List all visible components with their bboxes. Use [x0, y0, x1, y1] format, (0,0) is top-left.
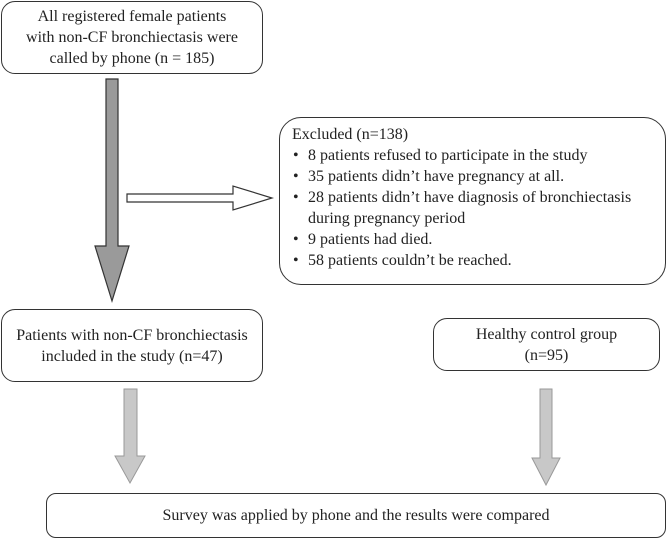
- excluded-title: Excluded (n=138): [292, 126, 409, 143]
- excluded-item: 35 patients didn’t have pregnancy at all…: [292, 166, 655, 187]
- excluded-item: 28 patients didn’t have diagnosis of bro…: [292, 187, 655, 229]
- down-arrow-control: [531, 388, 561, 487]
- box-survey: Survey was applied by phone and the resu…: [46, 493, 666, 538]
- box-line: with non-CF bronchiectasis were: [26, 29, 238, 46]
- box-line: Healthy control group: [475, 325, 618, 343]
- box-patients-included: Patients with non-CF bronchiectasis incl…: [1, 309, 263, 382]
- box-line: (n=95): [524, 346, 569, 364]
- down-arrow-main: [94, 78, 130, 304]
- box-line: called by phone (n = 185): [49, 50, 215, 67]
- excluded-item: 58 patients couldn’t be reached.: [292, 250, 655, 271]
- box-line: included in the study (n=47): [41, 347, 223, 365]
- box-line: Survey was applied by phone and the resu…: [162, 507, 550, 524]
- right-arrow-excluded: [126, 185, 275, 211]
- box-line: All registered female patients: [37, 8, 227, 25]
- down-arrow-patients: [114, 388, 146, 485]
- box-excluded: Excluded (n=138) 8 patients refused to p…: [279, 117, 666, 285]
- box-all-registered: All registered female patients with non-…: [1, 1, 263, 74]
- box-healthy-control: Healthy control group (n=95): [433, 318, 660, 371]
- excluded-item: 8 patients refused to participate in the…: [292, 145, 655, 166]
- excluded-list: 8 patients refused to participate in the…: [292, 145, 655, 271]
- excluded-item: 9 patients had died.: [292, 229, 655, 250]
- box-line: Patients with non-CF bronchiectasis: [16, 326, 248, 344]
